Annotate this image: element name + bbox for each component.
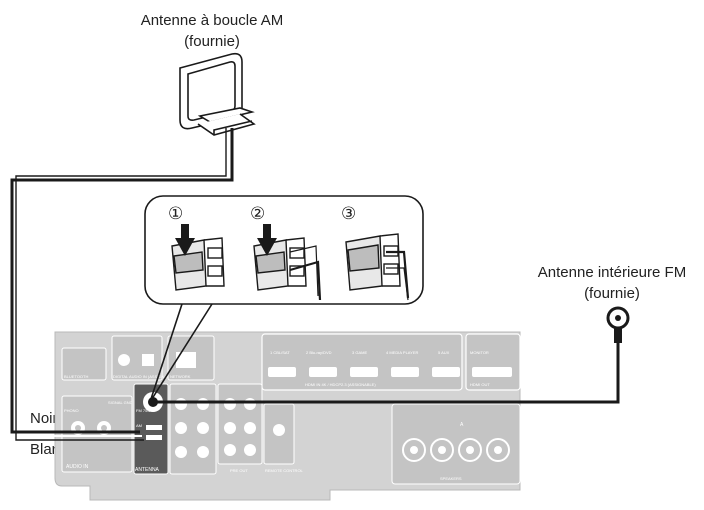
hdmi-in-4-label: 4 MEDIA PLAYER	[386, 350, 418, 355]
hdmi-out-label: HDMI OUT	[470, 382, 490, 387]
step-1-number: ①	[168, 204, 183, 224]
antenna-label: ANTENNA	[135, 467, 160, 473]
am-white-wire	[15, 128, 227, 441]
fm-antenna-supplied: (fournie)	[584, 285, 640, 302]
am-antenna-supplied: (fournie)	[184, 33, 240, 50]
step-3-terminal	[345, 233, 410, 301]
fm-terminal-label: FM 75Ω	[136, 408, 150, 413]
pre-out-label: PRE OUT	[230, 468, 248, 473]
callout-pointer	[149, 303, 213, 403]
receiver-rear-panel: 1 CBL/SAT 2 Blu-ray/DVD 3 GAME 4 MEDIA P…	[54, 331, 521, 501]
digital-in-label: DIGITAL AUDIO IN (ASSIGNABLE)	[113, 374, 177, 379]
fm-antenna-icon	[606, 306, 630, 343]
hdmi-in-1-label: 1 CBL/SAT	[270, 350, 290, 355]
step-callout-box: ① ② ③	[144, 195, 424, 305]
remote-control-label: REMOTE CONTROL	[265, 468, 304, 473]
fm-antenna-wire	[157, 334, 620, 404]
speakers-section	[391, 403, 521, 485]
audio-in-section	[61, 395, 133, 473]
am-black-wire	[10, 128, 234, 434]
speaker-a-label: A	[460, 422, 464, 428]
phono-label: PHONO	[64, 408, 79, 413]
hdmi-in-3-label: 3 GAME	[352, 350, 367, 355]
step-2-arrow-icon	[257, 224, 277, 256]
am-terminal-label: AM	[136, 423, 142, 428]
am-antenna-name: Antenne à boucle AM	[140, 12, 284, 29]
hdmi-section-label: HDMI IN 4K / HDCP2.3 (ASSIGNABLE)	[305, 382, 376, 387]
fm-antenna-name: Antenne intérieure FM	[537, 264, 687, 281]
network-label: NETWORK	[170, 374, 191, 379]
step-3-number: ③	[341, 204, 356, 224]
step-1-terminal	[171, 237, 225, 291]
speakers-label: SPEAKERS	[440, 476, 462, 481]
hdmi-out-top-label: MONITOR	[470, 350, 489, 355]
hdmi-ports	[268, 367, 460, 377]
bluetooth-label: BLUETOOTH	[64, 374, 88, 379]
audio-in-label: AUDIO IN	[66, 464, 89, 470]
step-1-arrow-icon	[175, 224, 195, 256]
step-2-terminal	[253, 237, 322, 301]
signal-gnd-label: SIGNAL GND	[108, 400, 133, 405]
am-antenna-label: Antenne à boucle AM (fournie)	[112, 12, 312, 51]
fm-antenna-label: Antenne intérieure FM (fournie)	[512, 264, 704, 303]
am-loop-antenna-icon	[179, 52, 256, 136]
step-2-number: ②	[250, 204, 265, 224]
hdmi-in-5-label: 5 AUX	[438, 350, 450, 355]
black-wire-label: Noir	[30, 410, 58, 427]
hdmi-in-2-label: 2 Blu-ray/DVD	[306, 350, 332, 355]
